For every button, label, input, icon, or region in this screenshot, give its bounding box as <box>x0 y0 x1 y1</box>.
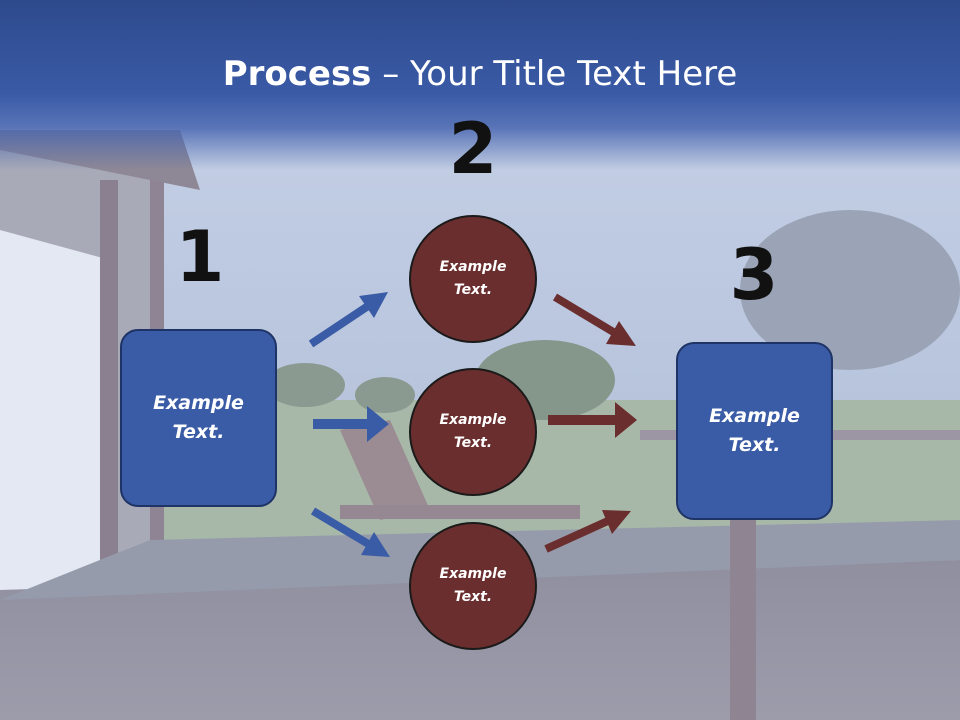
circle-top-label: Example Text. <box>439 259 507 298</box>
title-band <box>0 0 960 170</box>
title-bold: Process <box>222 54 372 94</box>
arrow-middle-to-right <box>548 402 637 438</box>
left-process-box: Example Text. <box>120 329 277 507</box>
left-box-label: Example Text. <box>153 392 244 443</box>
right-box-label: Example Text. <box>709 405 800 456</box>
arrow-top-to-right <box>552 293 636 346</box>
arrow-left-to-bottom <box>310 507 390 557</box>
circle-bottom-label: Example Text. <box>439 566 507 605</box>
title-rest: – Your Title Text Here <box>371 54 738 94</box>
arrow-left-to-middle <box>313 406 389 442</box>
process-circle-middle: Example Text. <box>409 368 537 496</box>
slide-title: Process – Your Title Text Here <box>0 52 960 96</box>
arrow-left-to-top <box>308 292 388 348</box>
right-process-box: Example Text. <box>676 342 833 520</box>
circle-middle-label: Example Text. <box>439 412 507 451</box>
step-number-2: 2 <box>448 108 498 190</box>
arrow-bottom-to-right <box>544 510 631 553</box>
step-number-3: 3 <box>729 234 779 316</box>
process-circle-top: Example Text. <box>409 215 537 343</box>
process-circle-bottom: Example Text. <box>409 522 537 650</box>
step-number-1: 1 <box>175 216 225 298</box>
